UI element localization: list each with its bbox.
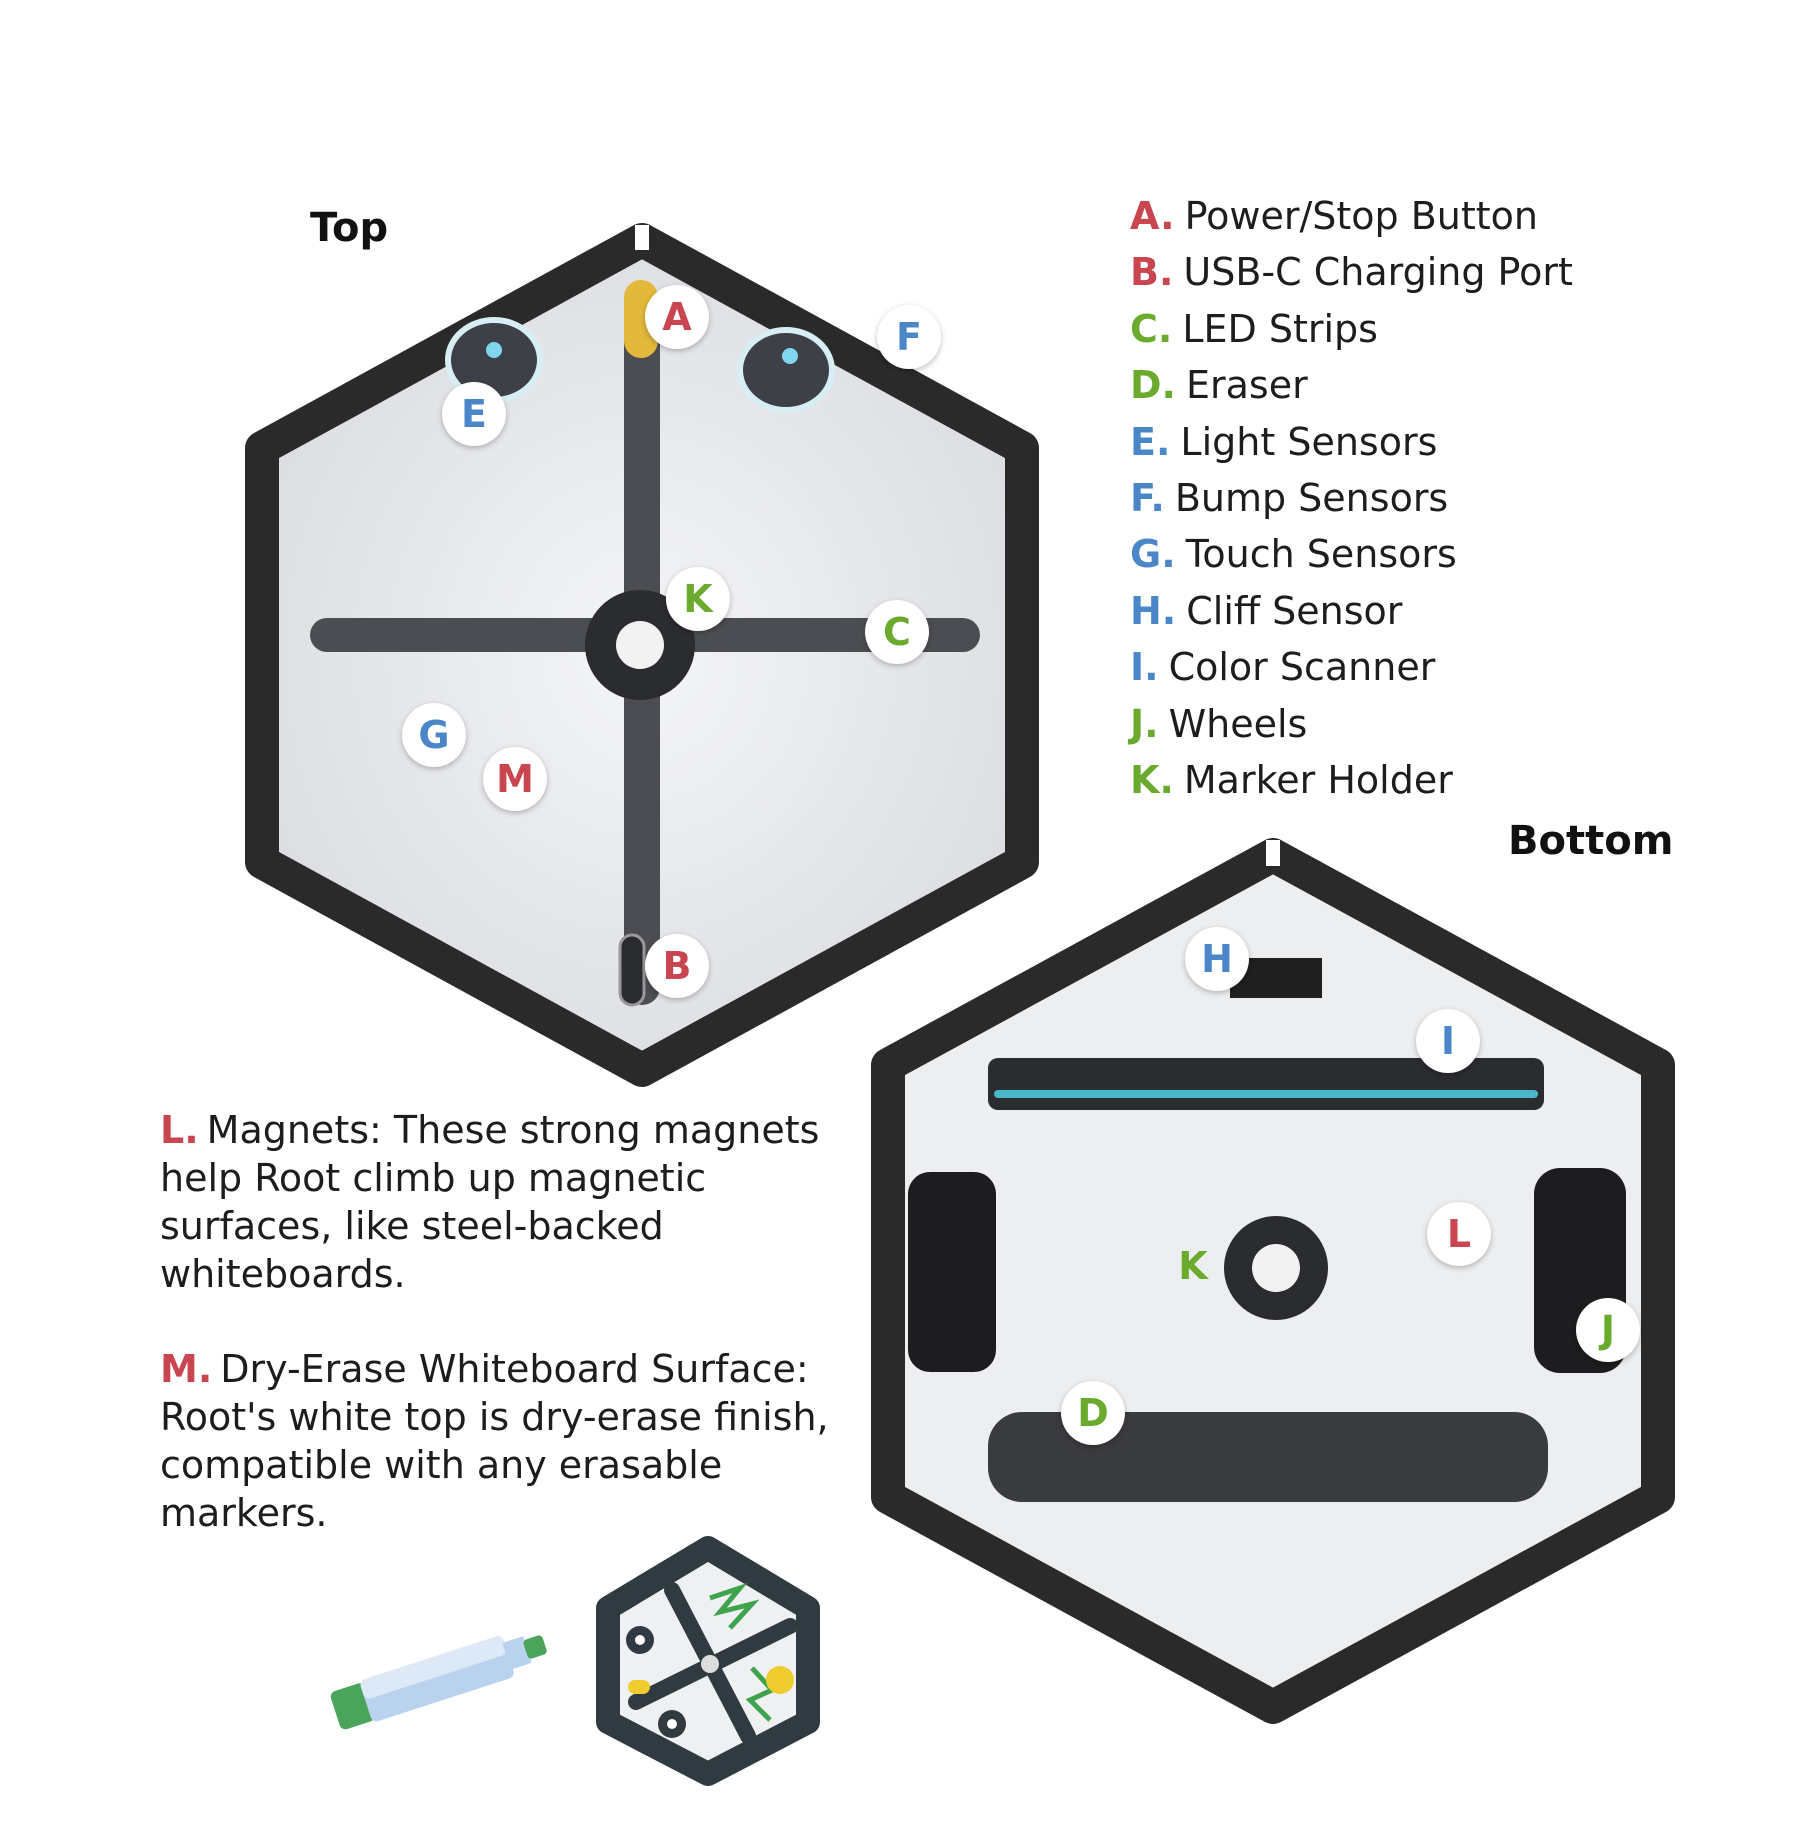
legend-letter: G. [1130,532,1176,577]
callout-a: A [645,285,709,349]
root-robot-icon [596,1536,820,1786]
legend-item: E.Light Sensors [1130,414,1573,470]
legend-letter: F. [1130,476,1165,521]
legend-item: A.Power/Stop Button [1130,188,1573,244]
legend-letter: E. [1130,419,1171,464]
legend-text: Eraser [1185,363,1308,408]
legend-item: H.Cliff Sensor [1130,583,1573,639]
parts-legend: A.Power/Stop Button B.USB-C Charging Por… [1130,188,1573,808]
callout-k-bottom: K [1178,1244,1208,1288]
callout-f: F [877,305,941,369]
callout-k: K [666,567,730,631]
legend-item: K.Marker Holder [1130,752,1573,808]
callout-j: J [1576,1298,1640,1362]
legend-text: Color Scanner [1168,645,1436,690]
legend-text: LED Strips [1182,306,1378,351]
legend-item: F.Bump Sensors [1130,470,1573,526]
eraser [988,1412,1548,1502]
note-text: Magnets: These strong magnets help Root … [160,1108,820,1296]
note-text: Dry-Erase Whiteboard Surface: Root's whi… [160,1347,829,1535]
robot-top-view [245,223,1039,1087]
callout-d: D [1061,1381,1125,1445]
legend-item: G.Touch Sensors [1130,526,1573,582]
legend-item: B.USB-C Charging Port [1130,244,1573,300]
legend-text: Touch Sensors [1185,532,1457,577]
legend-letter: H. [1130,588,1177,633]
legend-text: Cliff Sensor [1186,588,1403,633]
legend-item: C.LED Strips [1130,301,1573,357]
usb-c-port [618,933,646,1007]
legend-letter: J. [1130,701,1159,746]
legend-item: I.Color Scanner [1130,639,1573,695]
magnets-note: L.Magnets: These strong magnets help Roo… [160,1106,840,1298]
legend-letter: C. [1130,306,1173,351]
legend-text: Power/Stop Button [1184,194,1539,238]
callout-h: H [1185,927,1249,991]
legend-text: USB-C Charging Port [1183,250,1573,295]
callout-e: E [442,382,506,446]
legend-letter: A. [1130,194,1175,238]
whiteboard-note: M.Dry-Erase Whiteboard Surface: Root's w… [160,1345,840,1537]
legend-text: Light Sensors [1180,419,1438,464]
callout-m: M [483,747,547,811]
marker-illustration [330,1635,547,1730]
legend-letter: I. [1130,645,1159,690]
callout-g: G [402,703,466,767]
legend-letter: D. [1130,363,1176,408]
robot-bottom-view [871,838,1675,1724]
legend-text: Wheels [1168,701,1308,746]
legend-letter: K. [1130,758,1174,803]
wheel-left [908,1172,996,1372]
note-letter: L. [160,1108,199,1152]
top-view-title: Top [310,205,389,251]
bottom-view-title: Bottom [1508,818,1674,864]
callout-b: B [645,934,709,998]
light-sensor-right [737,327,835,413]
legend-item: D.Eraser [1130,357,1573,413]
legend-letter: B. [1130,250,1174,295]
legend-item: J.Wheels [1130,696,1573,752]
callout-i: I [1416,1009,1480,1073]
note-letter: M. [160,1347,213,1391]
callout-c: C [865,600,929,664]
callout-l: L [1427,1202,1491,1266]
legend-text: Bump Sensors [1174,476,1449,521]
legend-text: Marker Holder [1183,758,1453,803]
